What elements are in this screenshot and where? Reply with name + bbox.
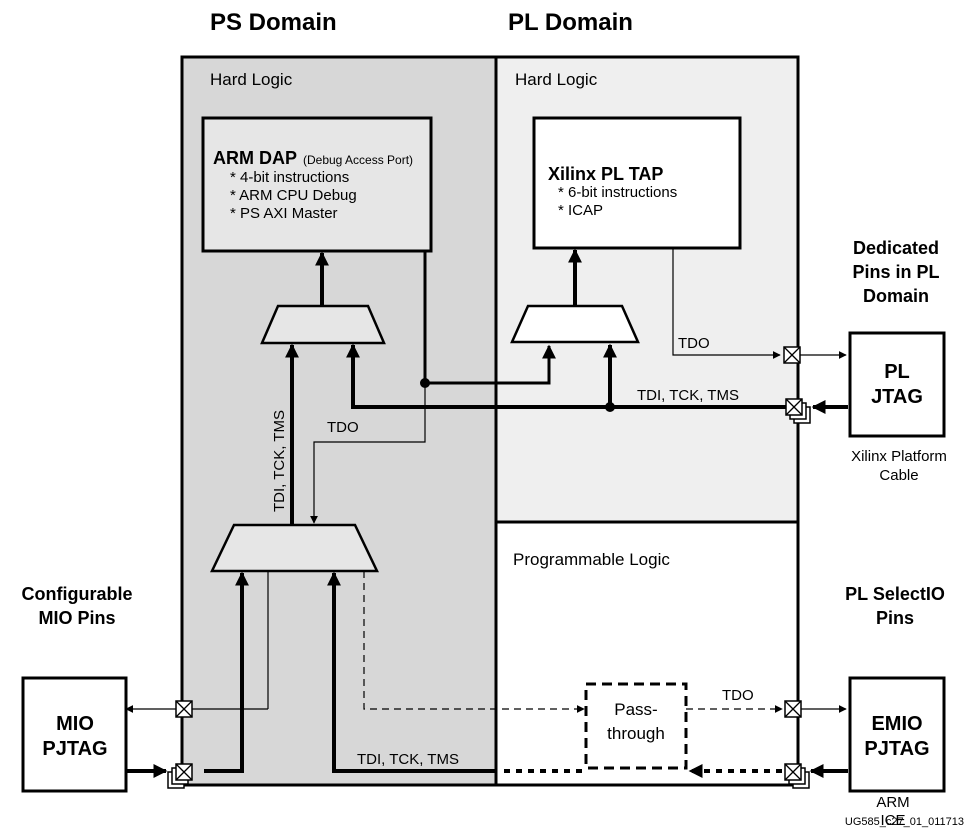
- tdo-label-pl: TDO: [678, 335, 710, 352]
- mio-pjtag-box-line-2: PJTAG: [42, 738, 107, 760]
- dap-tdo-to-tap-mux: [423, 251, 556, 385]
- pl-jtag-caption-1: Xilinx Platform: [851, 448, 947, 465]
- passthrough-line-1: Pass-: [614, 700, 657, 719]
- tdo-label-ps: TDO: [327, 419, 359, 436]
- emio-caption-2: ICE: [880, 812, 905, 829]
- ps-dap-mux: [260, 304, 386, 345]
- tdi-label-bottom: TDI, TCK, TMS: [357, 751, 459, 768]
- tdi-label-vertical: TDI, TCK, TMS: [271, 410, 288, 512]
- pjtag-mux: [210, 523, 379, 573]
- pl-tdo-pin-icon: [783, 346, 801, 364]
- pl-jtag-caption-2: Cable: [879, 467, 918, 484]
- programmable-logic-label: Programmable Logic: [513, 550, 670, 569]
- passthrough-line-2: through: [607, 724, 665, 743]
- emio-tdi-pin-stack-icon: [784, 763, 810, 789]
- mio-tdi-bus: [204, 571, 249, 773]
- emio-tdo-pin-icon: [784, 700, 802, 718]
- emio-heading-2: Pins: [876, 608, 914, 628]
- pl-jtag-box: [848, 331, 946, 438]
- tdi-label-pl: TDI, TCK, TMS: [637, 387, 739, 404]
- pl-tap-box: [532, 116, 742, 250]
- emio-tdi-bus: [327, 571, 496, 773]
- ps-hard-logic-label: Hard Logic: [210, 70, 293, 89]
- emio-caption-1: ARM: [876, 794, 909, 811]
- pl-domain-heading: PL Domain: [508, 9, 633, 36]
- pl-jtag-heading-2: Pins in PL: [852, 262, 939, 282]
- pl-tap-item-1: * 6-bit instructions: [558, 184, 677, 201]
- mio-tdi-pin-stack-icon: [167, 763, 193, 789]
- pl-jtag-box-line-1: PL: [884, 361, 910, 383]
- pl-jtag-heading-1: Dedicated: [853, 238, 939, 258]
- pl-jtag-box-line-2: JTAG: [871, 386, 923, 408]
- mio-tdo-pin-icon: [175, 700, 193, 718]
- arm-dap-box: [201, 116, 433, 253]
- mio-pjtag-box: [21, 676, 128, 793]
- mio-heading-1: Configurable: [22, 584, 133, 604]
- pl-tap-title: Xilinx PL TAP: [548, 164, 663, 184]
- tdi-junction: [605, 402, 615, 412]
- tdo-label-emio: TDO: [722, 687, 754, 704]
- pl-hard-logic-label: Hard Logic: [515, 70, 598, 89]
- emio-pjtag-box: [848, 676, 946, 793]
- arm-dap-title-line: ARM DAP(Debug Access Port): [213, 148, 413, 168]
- arm-dap-item-2: * ARM CPU Debug: [230, 187, 357, 204]
- pl-tap-item-2: * ICAP: [558, 202, 603, 219]
- pl-jtag-tdi-bus: [346, 343, 792, 409]
- pl-jtag-heading-3: Domain: [863, 286, 929, 306]
- tap-tdo-to-pin: [672, 248, 781, 359]
- arm-dap-item-3: * PS AXI Master: [230, 205, 338, 222]
- mio-heading-2: MIO Pins: [38, 608, 115, 628]
- emio-pjtag-box-line-1: EMIO: [871, 713, 922, 735]
- passthrough-box: [584, 682, 688, 770]
- emio-pjtag-box-line-2: PJTAG: [864, 738, 929, 760]
- mio-pjtag-box-line-1: MIO: [56, 713, 94, 735]
- emio-heading-1: PL SelectIO: [845, 584, 945, 604]
- pl-tdi-pin-stack-icon: [785, 398, 811, 424]
- dap-tdo-to-pjtag-mux: [310, 383, 426, 524]
- pjtag-tdo-to-passthrough: [363, 571, 585, 713]
- arm-dap-item-1: * 4-bit instructions: [230, 169, 349, 186]
- pl-tap-mux: [510, 304, 640, 344]
- ps-domain-heading: PS Domain: [210, 9, 337, 36]
- figure-id: UG585_c27_01_011713: [845, 816, 964, 828]
